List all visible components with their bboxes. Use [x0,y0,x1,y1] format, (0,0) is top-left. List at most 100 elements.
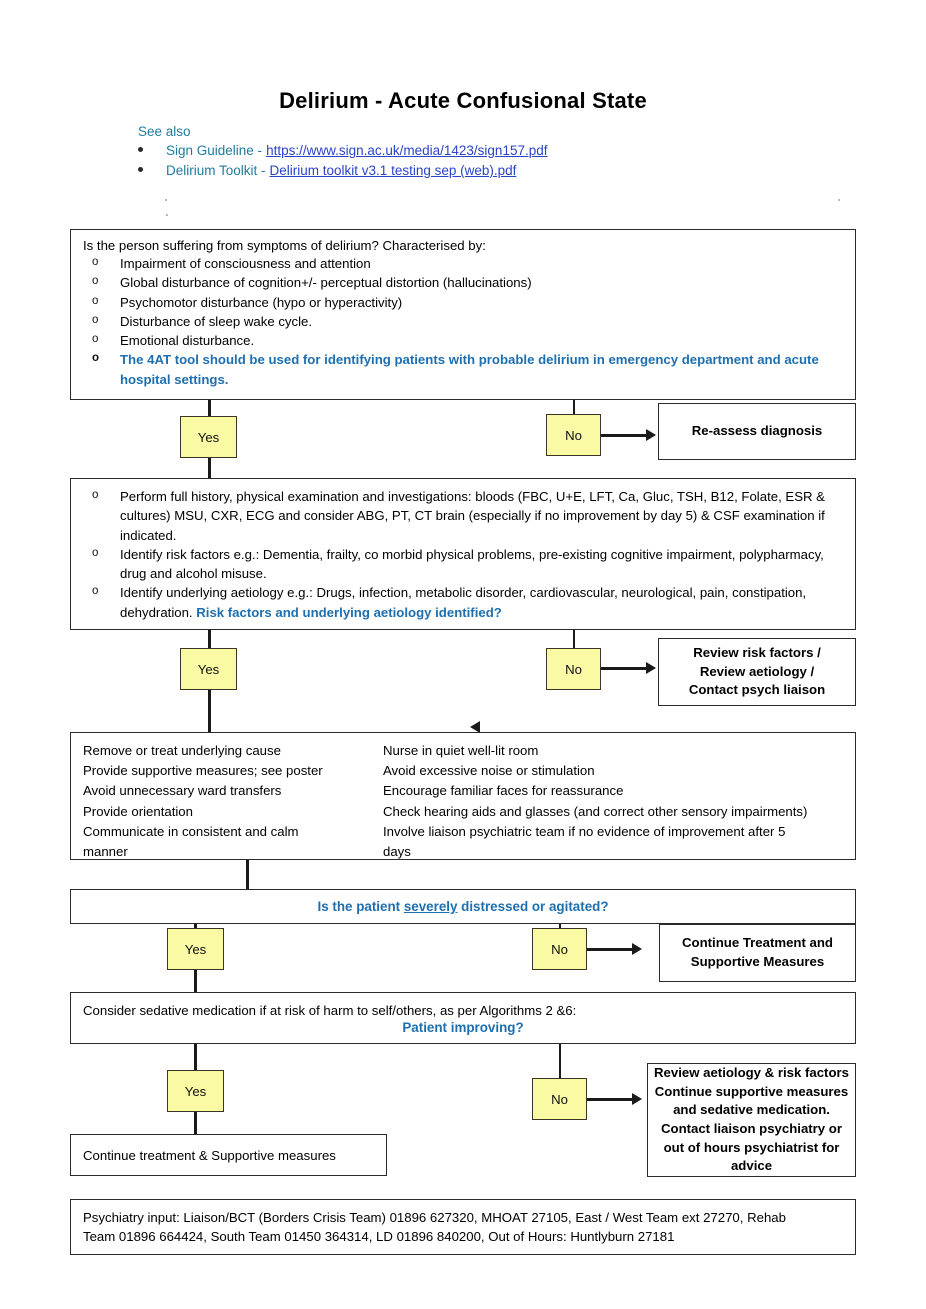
list-item: Emotional disturbance. [83,331,843,350]
reference-link-list: Sign Guideline - https://www.sign.ac.uk/… [138,143,838,183]
list-item: Communicate in consistent and calm [83,823,299,839]
step1-criteria-list: Impairment of consciousness and attentio… [83,254,843,389]
see-also-label: See also [138,124,191,139]
step1-lead-text: Is the person suffering from symptoms of… [83,238,486,253]
management-left-column: Remove or treat underlying cause Provide… [83,741,383,862]
list-item: Avoid excessive noise or stimulation [383,763,595,779]
management-columns: Remove or treat underlying cause Provide… [83,741,843,862]
list-item: Provide supportive measures; see poster [83,763,323,779]
question-emphasis: severely [403,899,458,914]
connector-step3-yes-bottom [194,970,197,992]
step1-no-chip[interactable]: No [546,414,601,456]
connector-step4-yes-top [194,1044,197,1070]
list-item: Identify risk factors e.g.: Dementia, fr… [83,545,843,584]
step3-no-chip[interactable]: No [532,928,587,970]
step2-no-chip[interactable]: No [546,648,601,690]
list-item: Impairment of consciousness and attentio… [83,254,843,273]
list-item: days [383,843,411,859]
connector-step2-no-top [573,630,575,648]
step4-yes-chip[interactable]: Yes [167,1070,224,1112]
reassess-diagnosis-label: Re-assess diagnosis [691,423,823,439]
review-line: and sedative medication. [673,1102,830,1118]
link-label: Delirium Toolkit - [166,163,266,178]
arrow-left-icon [470,721,480,733]
psychiatry-contacts-line2: Team 01896 664424, South Team 01450 3643… [83,1229,675,1245]
review-line: Continue supportive measures [654,1083,849,1099]
management-measures-box: Remove or treat underlying cause Provide… [70,732,856,860]
question-pre: Is the patient [317,899,404,914]
step2-assessment-box: Perform full history, physical examinati… [70,478,856,630]
arrow-right-icon [646,662,656,674]
review-line: Contact liaison psychiatry or [660,1121,842,1136]
connector-step1-no-top [573,400,575,414]
aetiology-question-highlight: Risk factors and underlying aetiology id… [196,604,502,620]
reassess-diagnosis-box: Re-assess diagnosis [658,403,856,460]
connector-step1-no-arrow-line [601,434,646,437]
list-item: Nurse in quiet well-lit room [383,743,539,758]
connector-step4-no-top [559,1044,561,1078]
sign-guideline-link[interactable]: https://www.sign.ac.uk/media/1423/sign15… [266,143,548,158]
question-post: distressed or agitated? [457,899,609,914]
list-item: manner [83,843,128,859]
artifact-speck [165,199,167,201]
step4-no-chip[interactable]: No [532,1078,587,1120]
arrow-right-icon [632,1093,642,1105]
continue-treatment-text: Continue Treatment and Supportive Measur… [682,934,833,971]
management-right-column: Nurse in quiet well-lit room Avoid exces… [383,741,843,862]
patient-improving-question: Patient improving? [402,1020,524,1036]
list-item-4at-highlight: The 4AT tool should be used for identify… [83,350,843,389]
review-aetiology-text: Review aetiology & risk factors Continue… [654,1064,849,1176]
connector-step1-yes-top [208,400,211,416]
psychiatry-contacts-line1: Psychiatry input: Liaison/BCT (Borders C… [83,1210,786,1225]
connector-step3-no-arrow-line [587,948,632,951]
aetiology-plain-text: Identify underlying aetiology e.g.: Drug… [120,585,807,620]
continue-treatment-supportive-box: Continue treatment & Supportive measures [70,1134,387,1176]
list-item: Involve liaison psychiatric team if no e… [383,823,786,839]
list-item: Remove or treat underlying cause [83,743,281,758]
connector-management-to-step3 [246,860,249,889]
review-line: out of hours psychiatrist for [663,1139,840,1155]
connector-step2-yes-bottom [208,690,211,732]
review-line: Review aetiology / [699,663,815,679]
list-item: Check hearing aids and glasses (and corr… [383,803,808,819]
continue-line: Supportive Measures [690,954,825,969]
review-line: Contact psych liaison [688,682,826,698]
list-item: Perform full history, physical examinati… [83,487,843,545]
list-item-aetiology: Identify underlying aetiology e.g.: Drug… [83,583,843,622]
connector-step4-yes-bottom [194,1112,197,1134]
link-label: Sign Guideline - [166,143,263,158]
step2-assessment-list: Perform full history, physical examinati… [83,487,843,622]
step3-yes-chip[interactable]: Yes [167,928,224,970]
list-item: Sign Guideline - https://www.sign.ac.uk/… [138,143,838,159]
list-item: Global disturbance of cognition+/- perce… [83,273,843,292]
connector-step1-yes-bottom [208,458,211,478]
continue-line: Continue Treatment and [682,935,833,951]
step1-criteria-box: Is the person suffering from symptoms of… [70,229,856,400]
connector-step2-no-arrow-line [601,667,646,670]
connector-step4-no-arrow-line [587,1098,632,1101]
list-item: Delirium Toolkit - Delirium toolkit v3.1… [138,163,838,179]
page-title: Delirium - Acute Confusional State [279,88,647,113]
bullet-icon [138,147,143,152]
step3-question-box: Is the patient severely distressed or ag… [70,889,856,924]
review-line: Review risk factors / [693,644,821,660]
connector-step2-yes-top [208,630,211,648]
step4-sedation-box: Consider sedative medication if at risk … [70,992,856,1044]
step1-yes-chip[interactable]: Yes [180,416,237,458]
review-line: advice [730,1158,773,1174]
review-risk-factors-box: Review risk factors / Review aetiology /… [658,638,856,706]
review-risk-factors-text: Review risk factors / Review aetiology /… [689,644,825,700]
arrow-right-icon [632,943,642,955]
delirium-toolkit-link[interactable]: Delirium toolkit v3.1 testing sep (web).… [269,163,517,178]
artifact-speck [838,199,840,201]
list-item: Provide orientation [83,803,193,819]
list-item: Avoid unnecessary ward transfers [83,783,282,799]
step3-question-text: Is the patient severely distressed or ag… [318,899,609,914]
list-item: Psychomotor disturbance (hypo or hyperac… [83,293,843,312]
list-item: Encourage familiar faces for reassurance [383,783,624,799]
connector-step3-no-top [559,924,561,930]
step2-yes-chip[interactable]: Yes [180,648,237,690]
bullet-icon [138,167,143,172]
sedation-instruction: Consider sedative medication if at risk … [83,1003,577,1018]
